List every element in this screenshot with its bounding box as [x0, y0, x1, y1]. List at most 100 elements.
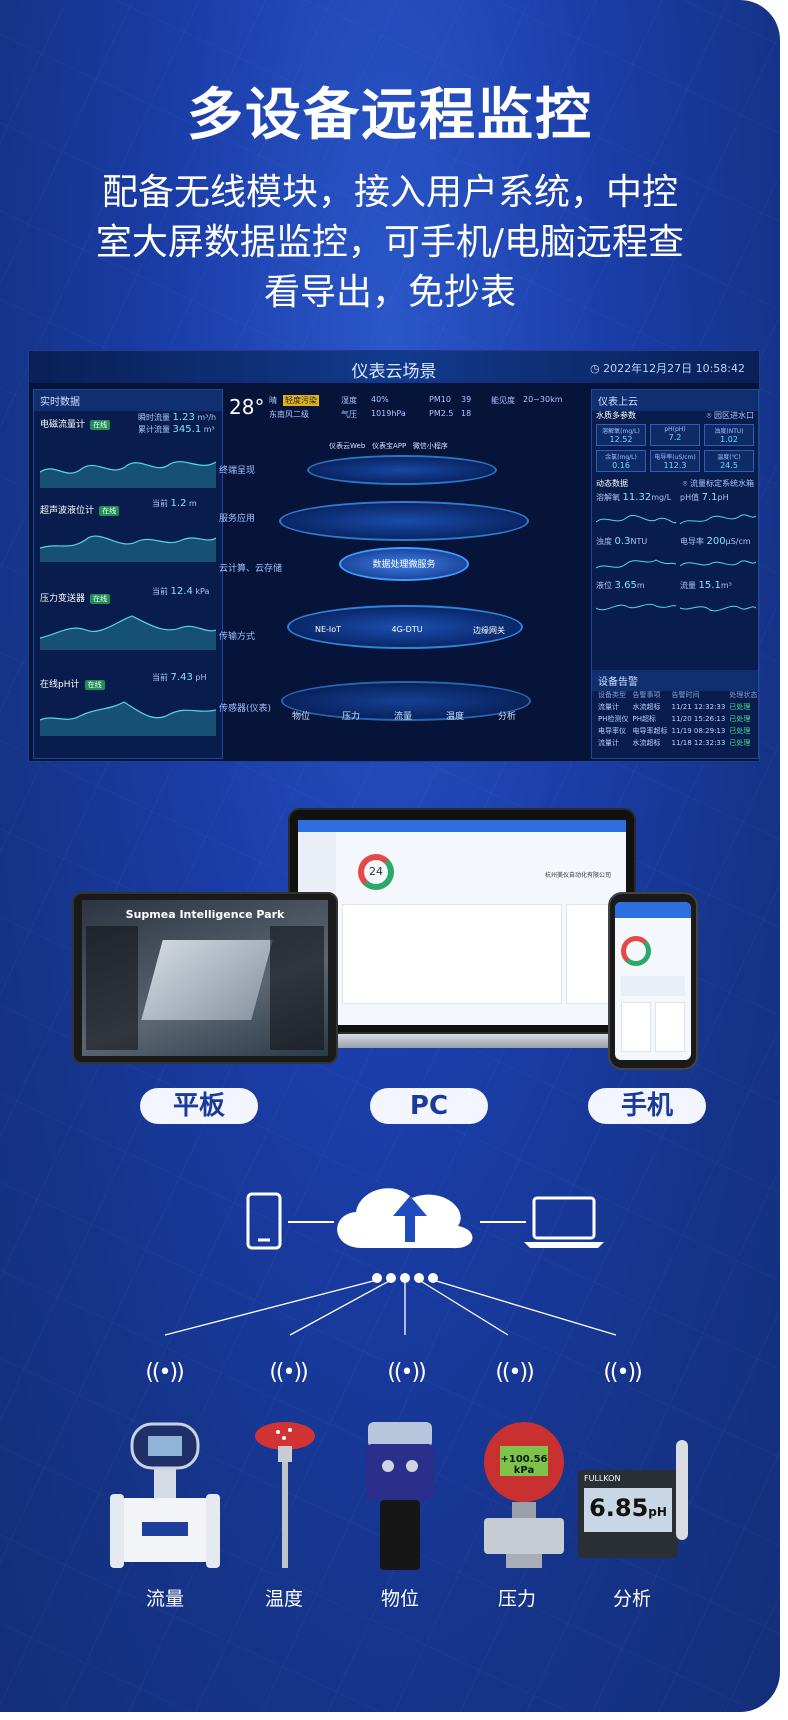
service-platform: [279, 501, 529, 541]
param-tile: 温度(℃)24.5: [704, 450, 754, 472]
stage-label: 云计算、云存储: [219, 564, 283, 574]
sensor-platform: [281, 681, 531, 721]
terminal-labels: 仪表云Web 仪表宝APP 微信小程序: [329, 442, 448, 450]
instrument-label-level: 物位: [380, 1588, 419, 1610]
humidity-label: 湿度: [341, 396, 357, 405]
phone-device: [608, 892, 698, 1070]
sensor-label: 流量: [393, 712, 412, 722]
cloud-platform: [339, 547, 469, 581]
sparkline-chart: [596, 603, 756, 612]
section-title: 动态数据: [596, 479, 628, 488]
panel-title: 设备告警: [592, 670, 758, 691]
laptop-device: 24 杭州美仪自动化有限公司: [288, 808, 636, 1034]
cloud-dashboard: 仪表云场景 ◷ 2022年12月27日 10:58:42 实时数据 电磁流量计 …: [28, 350, 760, 762]
stage-label: 传输方式: [219, 632, 256, 642]
humidity-value: 40%: [371, 395, 389, 404]
sensor-label: 温度: [445, 712, 464, 722]
terminal-platform: [307, 455, 497, 485]
pm25-value: 18: [461, 409, 472, 418]
device-label-tablet: 平板: [140, 1088, 258, 1124]
cloud-service-label: 数据处理微服务: [372, 560, 436, 570]
level-sensor-image: [366, 1422, 434, 1570]
transport-platform: [287, 605, 523, 649]
device-label-pc: PC: [370, 1088, 488, 1124]
sparkline-chart: [40, 701, 216, 736]
instrument-name: 在线pH计: [40, 680, 80, 690]
sparkline-chart: [40, 535, 216, 562]
cloud-icon: [337, 1188, 473, 1249]
ph-analyzer: FULLKON 6.85pH: [578, 1470, 678, 1558]
transport-labels: NE-IoT 4G-DTU 边缘网关: [315, 625, 505, 635]
connection-diagram: [164, 1188, 617, 1336]
status-badge: 在线: [99, 506, 120, 516]
weather-temp: 28°: [229, 395, 265, 419]
pressure-label: 气压: [341, 410, 357, 419]
weather-condition: 晴: [269, 396, 277, 405]
pm10-label: PM10: [429, 395, 451, 404]
temperature-sensor-image: [255, 1422, 315, 1568]
instrument-label-analysis: 分析: [612, 1588, 651, 1610]
instrument-label-temperature: 温度: [264, 1588, 303, 1610]
subtitle-line: 看导出，免抄表: [263, 272, 516, 313]
pressure-value: 1019hPa: [371, 409, 406, 418]
page-subtitle: 配备无线模块，接入用户系统，中控 室大屏数据监控，可手机/电脑远程查 看导出，免…: [40, 168, 740, 318]
dashboard-title: 仪表云场景: [351, 362, 437, 382]
wireless-signal-icon: ((•)): [603, 1360, 642, 1385]
location-label: ⌾ 园区进水口: [706, 411, 754, 420]
analyzer-brand: FULLKON: [584, 1474, 621, 1483]
instrument-row: 在线pH计 在线: [40, 672, 105, 691]
org-name: 杭州美仪自动化有限公司: [544, 872, 611, 879]
stage-label: 终端呈现: [219, 466, 256, 476]
wireless-signal-icon: ((•)): [387, 1360, 426, 1385]
panel-title: 仪表上云: [592, 390, 758, 411]
stage-label: 服务应用: [219, 514, 256, 524]
sparkline-chart: [40, 615, 216, 650]
page-title: 多设备远程监控: [187, 83, 593, 148]
sparkline-chart: [596, 514, 756, 525]
cloud-panel: 仪表上云 水质多参数 ⌾ 园区进水口 溶解氧(mg/L)12.52 pH(pH)…: [591, 389, 759, 759]
analyzer-reading: 6.85pH: [589, 1494, 667, 1522]
dynamic-value: 流量 15.1m³: [680, 580, 732, 591]
param-tile: 浊度(NTU)1.02: [704, 424, 754, 446]
realtime-panel: 实时数据 电磁流量计 在线 瞬时流量 1.23 m³/h 累计流量 345.1 …: [33, 389, 223, 759]
wireless-signal-icon: ((•)): [495, 1360, 534, 1385]
phone-screen: [615, 902, 691, 1060]
param-tile: pH(pH)7.2: [650, 424, 700, 446]
laptop-screen: 24 杭州美仪自动化有限公司: [298, 820, 626, 1025]
tablet-screen: Supmea Intelligence Park: [82, 900, 328, 1056]
instrument-value: 瞬时流量 1.23 m³/h: [138, 412, 217, 423]
sparkline-chart: [40, 461, 216, 488]
dynamic-value: 浊度 0.3NTU: [596, 536, 648, 547]
pm10-value: 39: [461, 395, 472, 404]
visibility-label: 能见度: [491, 396, 515, 405]
status-badge: 在线: [90, 594, 111, 604]
phone-icon: [246, 1192, 282, 1250]
sparkline-chart: [596, 559, 756, 569]
section-title: 水质多参数: [596, 411, 636, 420]
tablet-title: Supmea Intelligence Park: [125, 908, 285, 921]
instrument-value: 当前 7.43 pH: [152, 672, 207, 683]
upload-arrow-icon: [393, 1196, 427, 1242]
laptop-icon: [532, 1196, 596, 1240]
param-tile: 电导率(uS/cm)112.3: [650, 450, 700, 472]
wireless-signal-icon: ((•)): [269, 1360, 308, 1385]
weather-strip: 28° 晴 轻度污染 东南风二级 湿度 40% 气压 1019hPa PM10 …: [229, 393, 579, 423]
dynamic-value: 电导率 200μS/cm: [680, 536, 751, 547]
gauge-value: 24: [369, 865, 383, 878]
table-header-row: 设备类型告警事项告警时间处理状态: [598, 691, 758, 699]
instrument-value: 当前 1.2 m: [152, 498, 197, 509]
param-tile: 余氯(mg/L)0.16: [596, 450, 646, 472]
weather-wind: 东南风二级: [269, 410, 309, 419]
instrument-row: 压力变送器 在线: [40, 586, 111, 605]
pm25-label: PM2.5: [429, 409, 454, 418]
stage-label: 传感器(仪表): [219, 704, 272, 714]
dynamic-value: pH值 7.1pH: [680, 492, 729, 503]
dashboard-header: [29, 351, 759, 383]
instrument-name: 压力变送器: [40, 594, 86, 604]
location-label: ⌾ 流量标定系统水箱: [682, 479, 754, 488]
instrument-row: 超声波液位计 在线: [40, 498, 120, 517]
